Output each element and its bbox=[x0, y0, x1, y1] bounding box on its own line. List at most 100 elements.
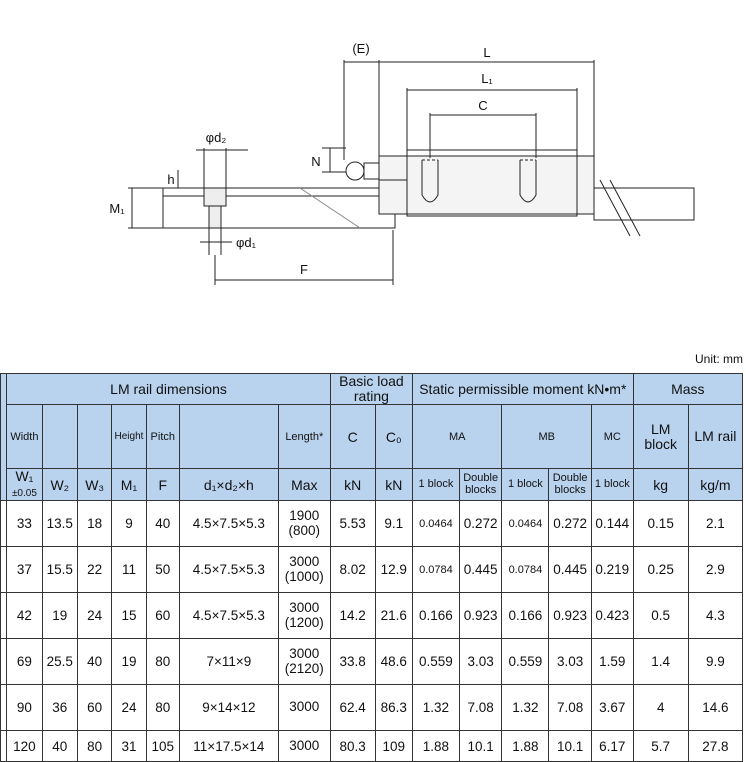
header-w2: W₂ bbox=[41, 468, 78, 501]
cell-mc: 0.423 bbox=[590, 592, 634, 639]
cell-ma2: 0.272 bbox=[458, 500, 503, 547]
cell-f: 60 bbox=[145, 592, 180, 639]
cell-len: 1900(800) bbox=[277, 500, 331, 547]
cell-w2: 25.5 bbox=[41, 638, 78, 685]
cell-blk: 0.15 bbox=[632, 500, 689, 547]
header-f: F bbox=[145, 468, 180, 501]
cell-rail: 2.1 bbox=[687, 500, 744, 547]
cell-c0: 86.3 bbox=[374, 684, 414, 731]
length-max: 1900 bbox=[289, 508, 320, 524]
cell-w3: 60 bbox=[76, 684, 113, 731]
header-w3: W₃ bbox=[76, 468, 113, 501]
cell-rail: 2.9 bbox=[687, 546, 744, 593]
header-mb: MB bbox=[501, 404, 592, 469]
cell-c0: 109 bbox=[374, 730, 414, 762]
cell-mb2: 0.445 bbox=[548, 546, 592, 593]
header-m1: M₁ bbox=[111, 468, 147, 501]
cell-mb2: 7.08 bbox=[548, 684, 592, 731]
cell-c: 8.02 bbox=[329, 546, 376, 593]
cell-dims: 9×14×12 bbox=[178, 684, 279, 731]
cell-mb1: 1.32 bbox=[501, 684, 550, 731]
cell-c0: 9.1 bbox=[374, 500, 414, 547]
cell-c: 62.4 bbox=[329, 684, 376, 731]
header-width: Width bbox=[6, 404, 43, 469]
cell-w1: 120 bbox=[6, 730, 43, 762]
cell-mb2: 0.923 bbox=[548, 592, 592, 639]
header-static-moment: Static permissible moment kN•m* bbox=[412, 373, 634, 405]
cell-dims: 4.5×7.5×5.3 bbox=[178, 592, 279, 639]
cell-w2: 19 bbox=[41, 592, 78, 639]
cell-ma1: 0.0784 bbox=[412, 546, 460, 593]
cell-c0: 12.9 bbox=[374, 546, 414, 593]
cell-f: 80 bbox=[145, 638, 180, 685]
cell-mb2: 10.1 bbox=[548, 730, 592, 762]
cell-ma2: 3.03 bbox=[458, 638, 503, 685]
cell-mb1: 0.0464 bbox=[501, 500, 550, 547]
cell-ma1: 0.0464 bbox=[412, 500, 460, 547]
cell-w2: 15.5 bbox=[41, 546, 78, 593]
header-dims: d₁×d₂×h bbox=[178, 468, 279, 501]
cell-c0: 21.6 bbox=[374, 592, 414, 639]
cell-blk: 0.25 bbox=[632, 546, 689, 593]
header-ma-1block: 1 block bbox=[412, 468, 460, 501]
header-kgm: kg/m bbox=[687, 468, 744, 501]
cell-c: 5.53 bbox=[329, 500, 376, 547]
header-length: Length* bbox=[277, 404, 331, 469]
length-max: 3000 bbox=[289, 600, 320, 616]
cell-w3: 22 bbox=[76, 546, 113, 593]
cell-f: 80 bbox=[145, 684, 180, 731]
cell-ma2: 10.1 bbox=[458, 730, 503, 762]
lm-block bbox=[378, 155, 595, 215]
label-l1: L₁ bbox=[481, 71, 493, 86]
header-mb-double: Double blocks bbox=[548, 468, 592, 501]
cell-mc: 0.219 bbox=[590, 546, 634, 593]
header-lm-rail-dimensions: LM rail dimensions bbox=[6, 373, 331, 405]
cell-blk: 4 bbox=[632, 684, 689, 731]
header-height: Height bbox=[111, 404, 147, 469]
label-n: N bbox=[311, 154, 320, 169]
cell-f: 105 bbox=[145, 730, 180, 762]
cell-w1: 42 bbox=[6, 592, 43, 639]
cell-w3: 24 bbox=[76, 592, 113, 639]
cell-w2: 13.5 bbox=[41, 500, 78, 547]
cell-mb2: 0.272 bbox=[548, 500, 592, 547]
label-l: L bbox=[483, 45, 490, 60]
cell-len: 3000(2120) bbox=[277, 638, 331, 685]
spec-table: LM rail dimensions Basic load rating Sta… bbox=[0, 373, 744, 762]
cell-blk: 0.5 bbox=[632, 592, 689, 639]
cell-w2: 40 bbox=[41, 730, 78, 762]
cell-w1: 33 bbox=[6, 500, 43, 547]
cell-mb1: 0.166 bbox=[501, 592, 550, 639]
cell-rail: 14.6 bbox=[687, 684, 744, 731]
cell-w3: 18 bbox=[76, 500, 113, 547]
cell-c: 33.8 bbox=[329, 638, 376, 685]
cell-w2: 36 bbox=[41, 684, 78, 731]
header-lm-block: LM block bbox=[632, 404, 689, 469]
cell-m1: 31 bbox=[111, 730, 147, 762]
header-ma: MA bbox=[412, 404, 503, 469]
length-alt: (800) bbox=[288, 522, 321, 538]
cell-f: 50 bbox=[145, 546, 180, 593]
rail-hole bbox=[203, 187, 227, 207]
cell-rail: 27.8 bbox=[687, 730, 744, 762]
cell-w1: 37 bbox=[6, 546, 43, 593]
technical-drawing: (E) L L₁ C N φd₂ h M₁ φd₁ F bbox=[109, 41, 695, 285]
rail-body bbox=[162, 187, 396, 229]
header-kn-c0: kN bbox=[374, 468, 414, 501]
cell-c: 14.2 bbox=[329, 592, 376, 639]
length-max: 3000 bbox=[289, 699, 320, 715]
cell-ma1: 0.166 bbox=[412, 592, 460, 639]
cell-m1: 11 bbox=[111, 546, 147, 593]
label-d2: φd₂ bbox=[206, 130, 227, 145]
label-h: h bbox=[167, 172, 174, 187]
cell-c: 80.3 bbox=[329, 730, 376, 762]
cell-mc: 0.144 bbox=[590, 500, 634, 547]
unit-label: Unit: mm bbox=[695, 352, 743, 366]
cell-ma1: 1.32 bbox=[412, 684, 460, 731]
cell-len: 3000 bbox=[277, 730, 331, 762]
